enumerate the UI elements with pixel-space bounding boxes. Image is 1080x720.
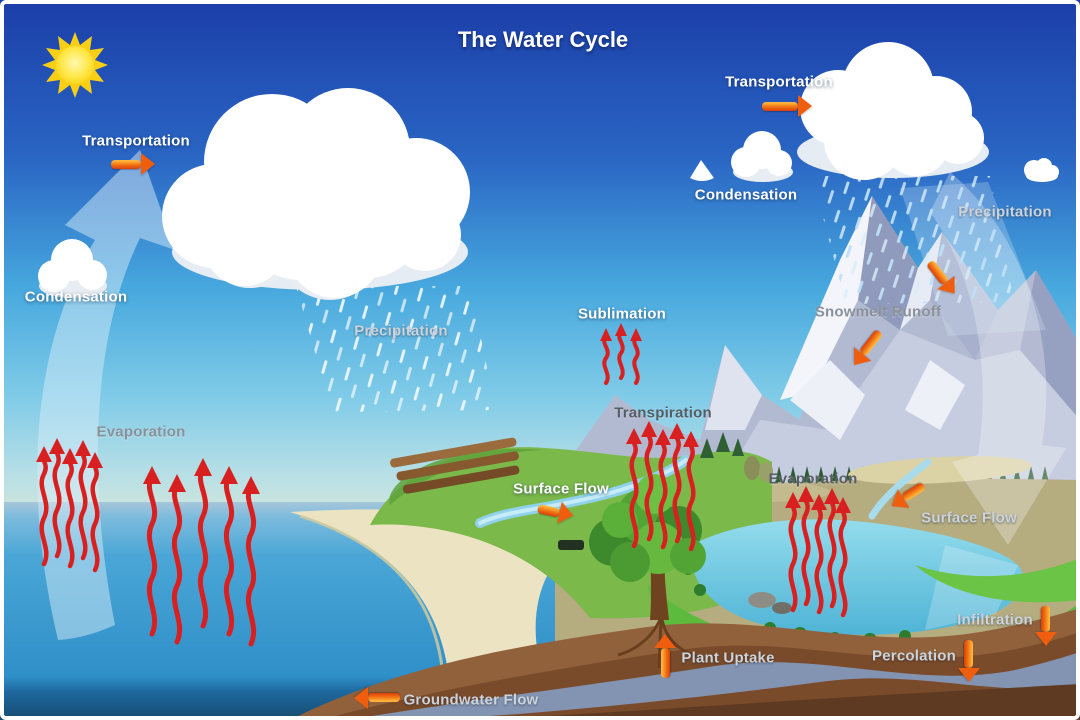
label-percolation: Percolation xyxy=(872,647,956,665)
terraced-fields xyxy=(390,437,520,494)
sublimation-arrows xyxy=(598,321,644,385)
label-surface-flow-right: Surface Flow xyxy=(921,509,1017,527)
label-precipitation-left: Precipitation xyxy=(354,322,448,340)
label-transportation-left: Transportation xyxy=(82,132,190,150)
label-evaporation-right: Evaporation xyxy=(768,470,858,488)
cloud-tiny-far-right xyxy=(1024,158,1059,182)
cloud-large-right xyxy=(797,42,989,180)
underground-cross-section xyxy=(290,608,1080,720)
label-infiltration: Infiltration xyxy=(957,611,1033,629)
label-snowmelt-runoff: Snowmelt Runoff xyxy=(814,303,942,321)
cloud-tiny xyxy=(690,160,714,181)
rain-right xyxy=(812,176,1014,304)
label-groundwater-flow: Groundwater Flow xyxy=(403,691,539,709)
label-plant-uptake: Plant Uptake xyxy=(681,649,775,667)
label-transpiration: Transpiration xyxy=(614,404,712,422)
label-precipitation-right: Precipitation xyxy=(958,203,1052,221)
cloud-small-right xyxy=(731,131,793,182)
label-surface-flow-left: Surface Flow xyxy=(513,480,609,498)
sun-icon xyxy=(42,32,108,98)
label-evaporation-left: Evaporation xyxy=(96,423,186,441)
cloud-large-left xyxy=(162,88,470,300)
label-condensation-left: Condensation xyxy=(24,288,128,306)
rain-left xyxy=(296,286,496,412)
label-condensation-right: Condensation xyxy=(694,186,798,204)
label-sublimation: Sublimation xyxy=(577,305,667,323)
small-conifers xyxy=(700,432,773,482)
cloud-small-left xyxy=(38,239,107,298)
label-transportation-right: Transportation xyxy=(725,73,833,91)
groundwater-layer xyxy=(360,652,1080,718)
page-title: The Water Cycle xyxy=(457,27,629,52)
